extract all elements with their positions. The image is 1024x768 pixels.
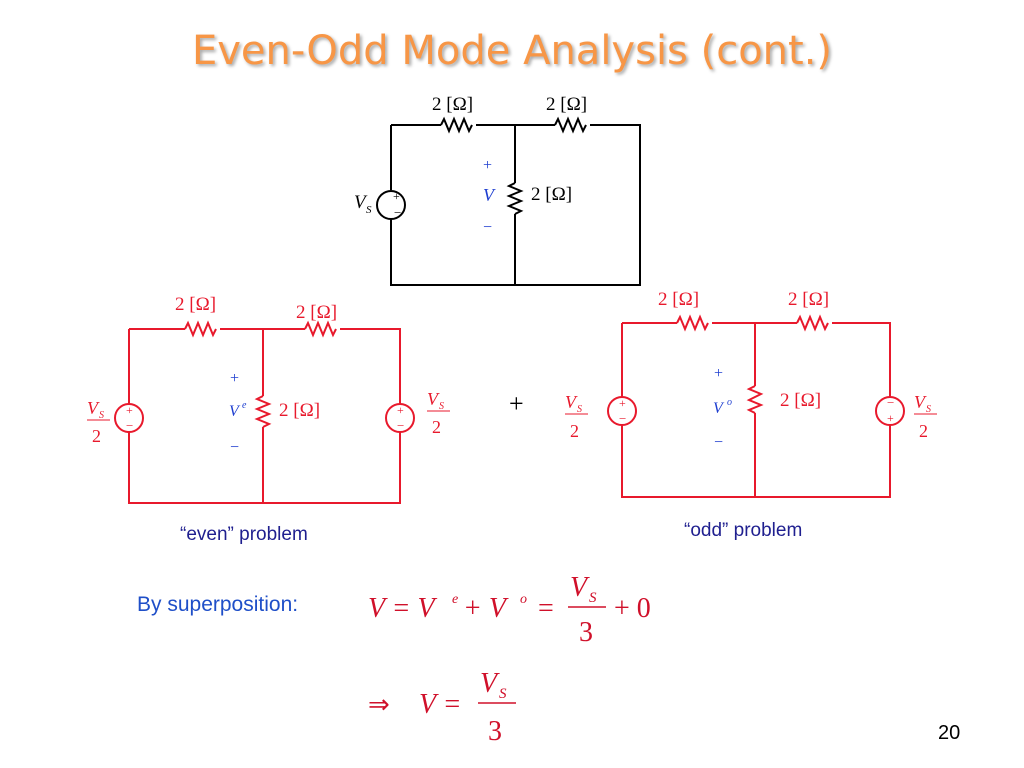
odd-resistor-label-top-left: 2 [Ω] xyxy=(658,289,699,310)
odd-right-s: S xyxy=(926,404,931,415)
odd-right-plus: + xyxy=(887,411,894,425)
eq1-num-v: V xyxy=(570,572,590,603)
original-circuit xyxy=(376,116,641,286)
even-left-s: S xyxy=(99,410,104,421)
eq1-plus-v: + V xyxy=(463,593,509,624)
eq1-sup-o: o xyxy=(520,592,527,607)
eq1-sup-e: e xyxy=(452,592,458,607)
node-v: V xyxy=(483,185,496,205)
odd-right-minus: − xyxy=(887,395,894,410)
even-right-plus: + xyxy=(397,403,404,417)
even-resistor-label-middle: 2 [Ω] xyxy=(279,400,320,421)
eq2-num-v: V xyxy=(480,668,500,699)
source-plus-sign: + xyxy=(393,189,400,203)
original-node-voltage: + V − xyxy=(483,157,496,236)
even-top-wire-right xyxy=(340,328,401,404)
even-right-minus: − xyxy=(397,418,404,433)
even-right-source xyxy=(385,403,415,433)
even-resistor-top-right xyxy=(304,320,337,338)
even-circuit-text: + − + − V S 2 V S 2 2 [Ω] 2 [Ω] 2 [Ω] xyxy=(87,294,444,446)
even-left-v: V xyxy=(87,398,100,418)
eq1-equals: = xyxy=(538,593,554,624)
node-plus: + xyxy=(483,157,492,174)
odd-right-source xyxy=(875,396,905,426)
resistor-middle xyxy=(506,182,524,215)
node-minus: − xyxy=(483,219,492,236)
even-left-plus: + xyxy=(126,403,133,417)
equation-result: ⇒ V = V S 3 xyxy=(368,668,516,747)
eq2-implies: ⇒ xyxy=(368,690,390,719)
odd-left-v: V xyxy=(565,392,578,412)
resistor-top-right xyxy=(554,116,587,134)
odd-node-sup-o: o xyxy=(727,397,732,408)
even-left-den: 2 xyxy=(92,426,101,446)
even-right-s: S xyxy=(439,401,444,412)
even-left-source xyxy=(114,403,144,433)
odd-node-minus: − xyxy=(714,434,723,451)
page-number: 20 xyxy=(938,722,961,744)
odd-left-s: S xyxy=(577,404,582,415)
odd-node-v: V xyxy=(713,400,725,417)
top-wire-right xyxy=(390,124,641,286)
eq1-num-s: S xyxy=(589,590,597,606)
eq1-tail: + 0 xyxy=(614,593,651,624)
odd-left-source xyxy=(607,396,637,426)
even-resistor-label-top-right: 2 [Ω] xyxy=(296,302,337,323)
odd-problem-caption: “odd” problem xyxy=(684,520,803,541)
odd-right-v: V xyxy=(914,392,927,412)
eq1-lhs: V = V xyxy=(368,593,437,624)
even-right-v: V xyxy=(427,389,440,409)
even-resistor-top-left xyxy=(184,320,217,338)
superposition-plus-sign: + xyxy=(509,389,524,418)
even-problem-caption: “even” problem xyxy=(180,524,308,545)
even-node-v: V xyxy=(229,403,241,420)
even-node-sup-e: e xyxy=(242,400,247,411)
odd-resistor-top-right xyxy=(796,314,829,332)
even-resistor-label-top-left: 2 [Ω] xyxy=(175,294,216,315)
eq2-den: 3 xyxy=(488,716,502,747)
eq1-den: 3 xyxy=(579,617,593,648)
odd-circuit-text: + − − + V S 2 V S 2 2 [Ω] 2 [Ω] 2 [Ω] xyxy=(565,289,931,441)
odd-resistor-label-top-right: 2 [Ω] xyxy=(788,289,829,310)
odd-left-minus: − xyxy=(619,411,626,426)
odd-right-den: 2 xyxy=(919,421,928,441)
odd-node-voltage: + V o − xyxy=(713,365,732,451)
equation-superposition: V = V e + V o = V S 3 + 0 xyxy=(368,572,651,648)
even-node-plus: + xyxy=(230,370,239,387)
odd-resistor-top-left xyxy=(676,314,709,332)
even-node-voltage: + V e − xyxy=(229,370,247,456)
eq2-lhs: V = xyxy=(419,689,462,720)
odd-left-den: 2 xyxy=(570,421,579,441)
even-resistor-middle xyxy=(254,395,272,428)
even-circuit xyxy=(87,320,450,504)
odd-resistor-label-middle: 2 [Ω] xyxy=(780,390,821,411)
eq2-num-s: S xyxy=(499,686,507,702)
resistor-top-left xyxy=(440,116,473,134)
source-minus-sign: − xyxy=(394,205,401,220)
even-right-wire-lower xyxy=(128,432,401,504)
even-node-minus: − xyxy=(230,439,239,456)
source-label-v: V xyxy=(354,192,368,213)
odd-left-plus: + xyxy=(619,396,626,410)
resistor-label-top-left: 2 [Ω] xyxy=(432,94,473,115)
resistor-label-middle: 2 [Ω] xyxy=(531,184,572,205)
odd-resistor-middle xyxy=(746,385,764,414)
source-label-s: S xyxy=(366,204,372,216)
odd-top-wire-right xyxy=(832,322,891,397)
by-superposition-label: By superposition: xyxy=(137,593,299,616)
even-right-den: 2 xyxy=(432,417,441,437)
odd-node-plus: + xyxy=(714,365,723,382)
even-left-minus: − xyxy=(126,418,133,433)
resistor-label-top-right: 2 [Ω] xyxy=(546,94,587,115)
source-circle xyxy=(376,190,406,220)
odd-circuit xyxy=(565,314,937,498)
original-circuit-text: + − V S 2 [Ω] 2 [Ω] 2 [Ω] xyxy=(354,94,587,220)
slide-title: Even-Odd Mode Analysis (cont.) xyxy=(191,28,833,74)
